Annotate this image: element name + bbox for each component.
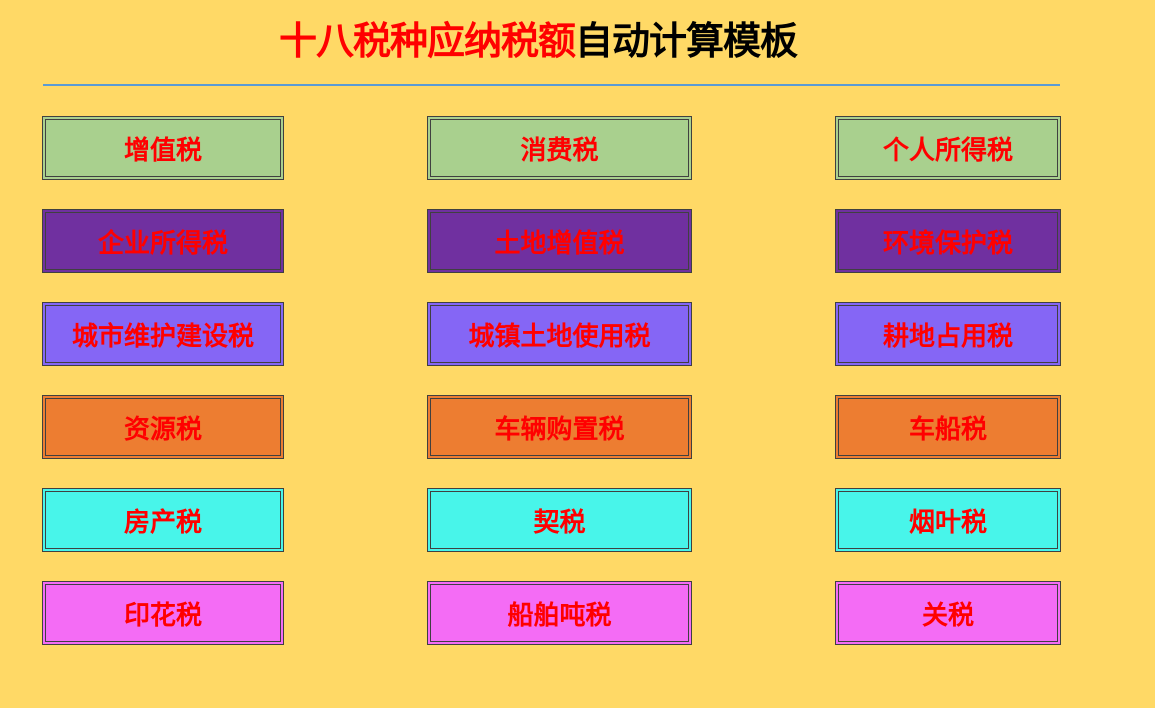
- resource-tax-button[interactable]: 资源税: [42, 395, 284, 459]
- urban-maintenance-tax-button[interactable]: 城市维护建设税: [42, 302, 284, 366]
- land-appreciation-tax-button[interactable]: 土地增值税: [427, 209, 692, 273]
- vehicle-purchase-tax-button[interactable]: 车辆购置税: [427, 395, 692, 459]
- stamp-tax-button[interactable]: 印花税: [42, 581, 284, 645]
- deed-tax-button[interactable]: 契税: [427, 488, 692, 552]
- customs-duty-button[interactable]: 关税: [835, 581, 1061, 645]
- vessel-tonnage-tax-button[interactable]: 船舶吨税: [427, 581, 692, 645]
- page-title-highlight: 十八税种应纳税额: [279, 19, 576, 63]
- environmental-protection-tax-button[interactable]: 环境保护税: [835, 209, 1061, 273]
- tobacco-tax-button[interactable]: 烟叶税: [835, 488, 1061, 552]
- vat-button[interactable]: 增值税: [42, 116, 284, 180]
- urban-land-use-tax-button[interactable]: 城镇土地使用税: [427, 302, 692, 366]
- individual-income-tax-button[interactable]: 个人所得税: [835, 116, 1061, 180]
- farmland-occupation-tax-button[interactable]: 耕地占用税: [835, 302, 1061, 366]
- page-title-rest: 自动计算模板: [575, 19, 798, 63]
- vehicle-vessel-tax-button[interactable]: 车船税: [835, 395, 1061, 459]
- property-tax-button[interactable]: 房产税: [42, 488, 284, 552]
- page-title: 十八税种应纳税额自动计算模板: [279, 16, 798, 66]
- corporate-income-tax-button[interactable]: 企业所得税: [42, 209, 284, 273]
- title-divider: [43, 84, 1060, 86]
- consumption-tax-button[interactable]: 消费税: [427, 116, 692, 180]
